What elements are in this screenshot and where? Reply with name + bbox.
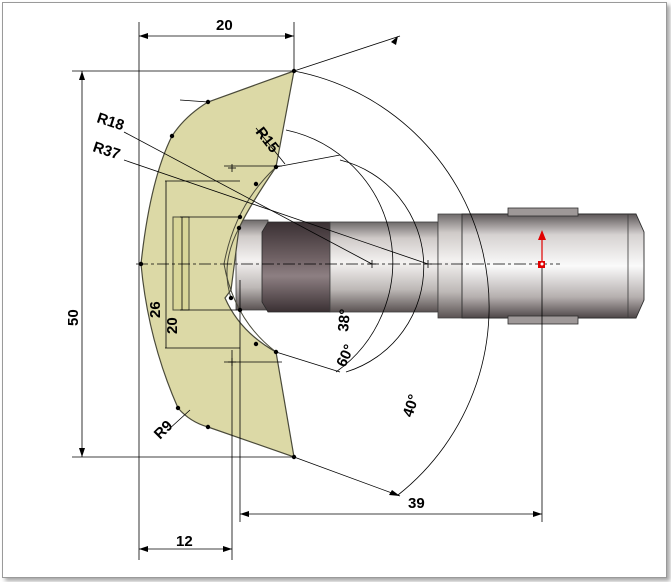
inner-arc	[226, 227, 240, 299]
plate-outline	[140, 70, 295, 458]
dim-radius-18[interactable]: R18	[95, 110, 126, 135]
dim-angle-38[interactable]: 38°	[335, 308, 354, 332]
rod-head	[461, 213, 645, 319]
center-marks	[228, 164, 432, 366]
dim-height[interactable]: 50	[65, 309, 82, 326]
dim-angle-60[interactable]: 60°	[333, 342, 358, 370]
dim-radius-37[interactable]: R37	[91, 139, 122, 164]
threaded-rod	[329, 221, 439, 313]
dim-angle-40[interactable]: 40°	[400, 392, 423, 419]
dim-radius-9[interactable]: R9	[151, 417, 177, 443]
dim-inner-height[interactable]: 26	[147, 301, 164, 318]
head-top-flange	[507, 207, 579, 217]
dim-top-width[interactable]: 20	[216, 17, 233, 34]
dim-center-distance[interactable]: 39	[408, 495, 425, 512]
arrowheads	[79, 33, 542, 552]
dim-slot-height[interactable]: 20	[164, 317, 181, 334]
head-bottom-flange	[507, 315, 579, 325]
origin-marker	[538, 230, 546, 268]
rod-end-part	[235, 207, 645, 325]
inner-slot	[172, 216, 190, 311]
dimension-lines	[72, 22, 543, 560]
hex-nut	[261, 221, 337, 313]
dim-bottom-width[interactable]: 12	[176, 533, 193, 550]
